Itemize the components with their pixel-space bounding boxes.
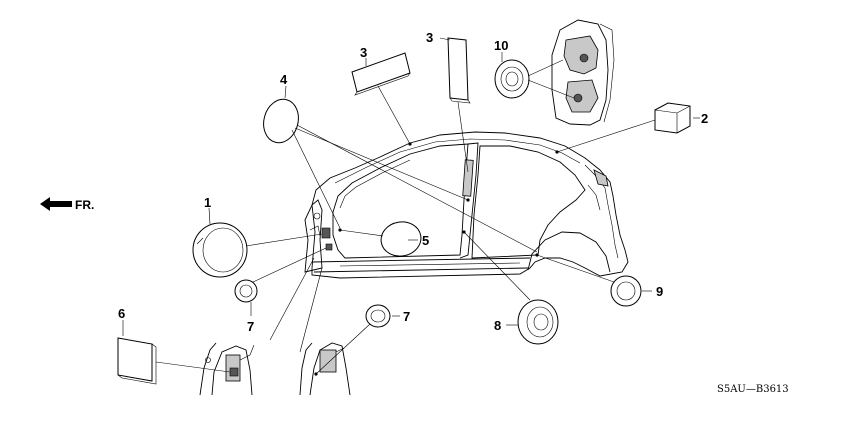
part-9-grommet bbox=[610, 275, 642, 307]
front-arrow-icon bbox=[40, 197, 72, 211]
part-5-seal bbox=[380, 221, 422, 257]
part-7-grommet-left bbox=[234, 279, 258, 303]
callout-5: 5 bbox=[422, 233, 429, 248]
callout-1: 1 bbox=[204, 195, 211, 210]
leader-lines bbox=[122, 37, 700, 375]
callout-2: 2 bbox=[701, 111, 708, 126]
diagram-code: S5AU—B3613 bbox=[717, 384, 789, 395]
part-6-pad bbox=[117, 337, 157, 385]
part-3-pad-horizontal bbox=[351, 52, 411, 96]
part-10-assembly bbox=[494, 19, 615, 126]
callout-3-left: 3 bbox=[360, 45, 367, 60]
callout-9: 9 bbox=[656, 284, 663, 299]
front-label: FR. bbox=[75, 198, 94, 212]
part-1-grommet bbox=[192, 222, 248, 278]
callout-7-left: 7 bbox=[247, 319, 254, 334]
callout-8: 8 bbox=[494, 318, 501, 333]
callout-7-right: 7 bbox=[403, 309, 410, 324]
callout-labels: 1 2 3 3 4 5 6 7 7 8 9 10 bbox=[118, 30, 708, 334]
callout-6: 6 bbox=[118, 306, 125, 321]
callout-3-right: 3 bbox=[426, 30, 433, 45]
callout-10: 10 bbox=[494, 38, 508, 53]
part-7-grommet-right bbox=[365, 304, 391, 328]
front-direction-indicator: FR. bbox=[40, 197, 94, 212]
body-side-panel bbox=[304, 131, 629, 279]
part-10-grommet bbox=[494, 59, 530, 99]
detail-view-left bbox=[199, 342, 255, 396]
callout-4: 4 bbox=[280, 72, 288, 87]
detail-view-right bbox=[299, 342, 351, 396]
part-3-pad-vertical bbox=[447, 37, 471, 104]
part-8-grommet bbox=[517, 299, 559, 345]
part-2-pad bbox=[654, 102, 691, 134]
